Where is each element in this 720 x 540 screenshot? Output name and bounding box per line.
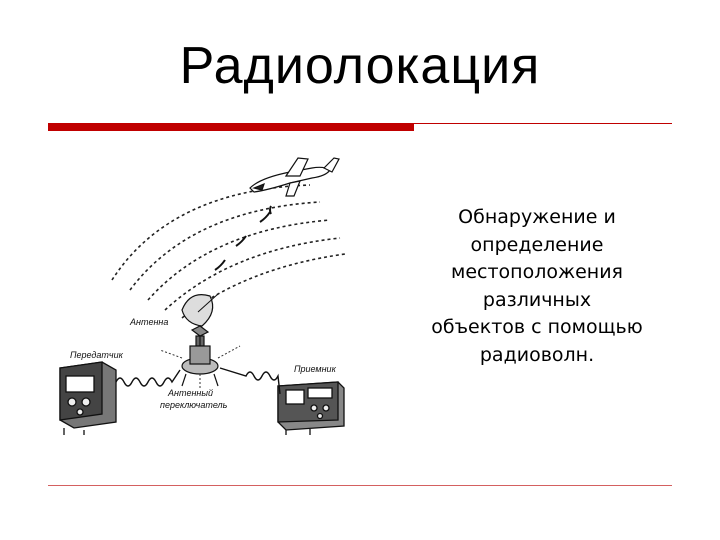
receiver-icon (277, 381, 345, 435)
body-line: радиоволн. (479, 343, 595, 366)
body-line: различных (482, 288, 592, 311)
footer-rule (48, 485, 672, 486)
antenna-switch-icon (181, 336, 219, 387)
label-transmitter: Передатчик (70, 350, 124, 360)
body-line: Обнаружение и (458, 206, 616, 228)
transmitter-icon (59, 361, 117, 435)
body-line: местоположения (451, 261, 623, 283)
radio-wave-arcs (111, 184, 346, 319)
transmitter-wave-coil (115, 369, 181, 387)
radar-diagram: Антенна Антенный переключатель Передатчи… (59, 157, 346, 435)
label-switch-2: переключатель (160, 400, 228, 410)
title-underline-thin (414, 123, 672, 124)
slide-body-text: Обнаружение и определение местоположения… (398, 204, 676, 369)
slide-title: Радиолокация (179, 37, 541, 95)
body-line: объектов с помощью (431, 316, 643, 338)
airplane-icon (249, 157, 340, 197)
label-receiver: Приемник (294, 364, 337, 374)
receiver-wave-coil (219, 367, 281, 395)
wave-arrow-marks (214, 205, 272, 271)
label-antenna: Антенна (129, 317, 168, 327)
title-underline-thick (48, 123, 414, 131)
body-line: определение (470, 233, 604, 256)
label-switch-1: Антенный (167, 388, 213, 398)
